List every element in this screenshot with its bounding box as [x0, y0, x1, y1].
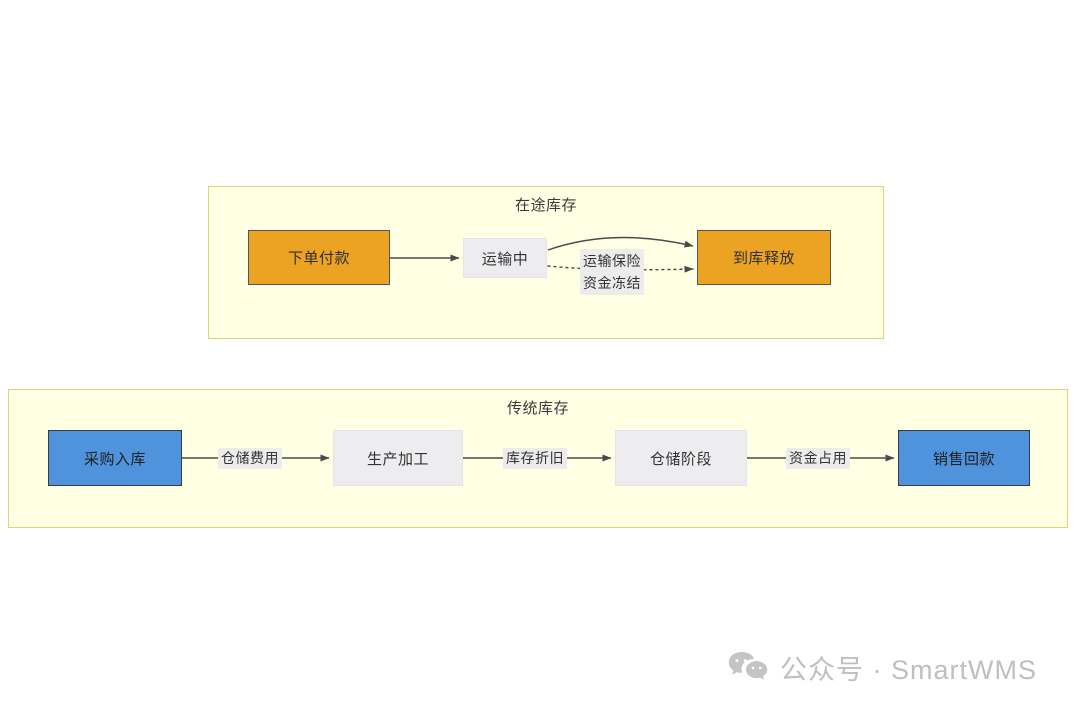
node-order-payment[interactable]: 下单付款: [248, 230, 390, 285]
edge-label-transport-insurance: 运输保险 资金冻结: [580, 249, 644, 295]
node-production[interactable]: 生产加工: [333, 430, 463, 486]
node-purchase-inbound-label: 采购入库: [83, 450, 146, 468]
node-warehouse-stage-label: 仓储阶段: [649, 450, 712, 468]
node-arrival-release[interactable]: 到库释放: [697, 230, 831, 285]
node-production-label: 生产加工: [366, 450, 429, 468]
node-sales-return[interactable]: 销售回款: [898, 430, 1030, 486]
edge-label-warehouse-fee: 仓储费用: [218, 448, 282, 469]
node-in-transit-label: 运输中: [481, 250, 529, 268]
edge-label-transport-insurance-line2: 资金冻结: [583, 275, 641, 291]
wechat-icon: [728, 651, 768, 680]
watermark-text: 公众号 · SmartWMS: [780, 655, 1037, 685]
group-in-transit-title: 在途库存: [514, 197, 577, 214]
node-in-transit[interactable]: 运输中: [463, 238, 547, 278]
node-arrival-release-label: 到库释放: [732, 250, 795, 267]
edge-label-capital-occupation: 资金占用: [786, 448, 850, 469]
edge-label-transport-insurance-line1: 运输保险: [583, 253, 641, 269]
watermark: 公众号 · SmartWMS: [728, 648, 1037, 687]
edge-label-inventory-depreciation: 库存折旧: [503, 448, 567, 469]
node-warehouse-stage[interactable]: 仓储阶段: [615, 430, 747, 486]
node-sales-return-label: 销售回款: [932, 450, 995, 468]
node-purchase-inbound[interactable]: 采购入库: [48, 430, 182, 486]
group-traditional-title: 传统库存: [506, 400, 569, 417]
node-order-payment-label: 下单付款: [287, 250, 350, 267]
